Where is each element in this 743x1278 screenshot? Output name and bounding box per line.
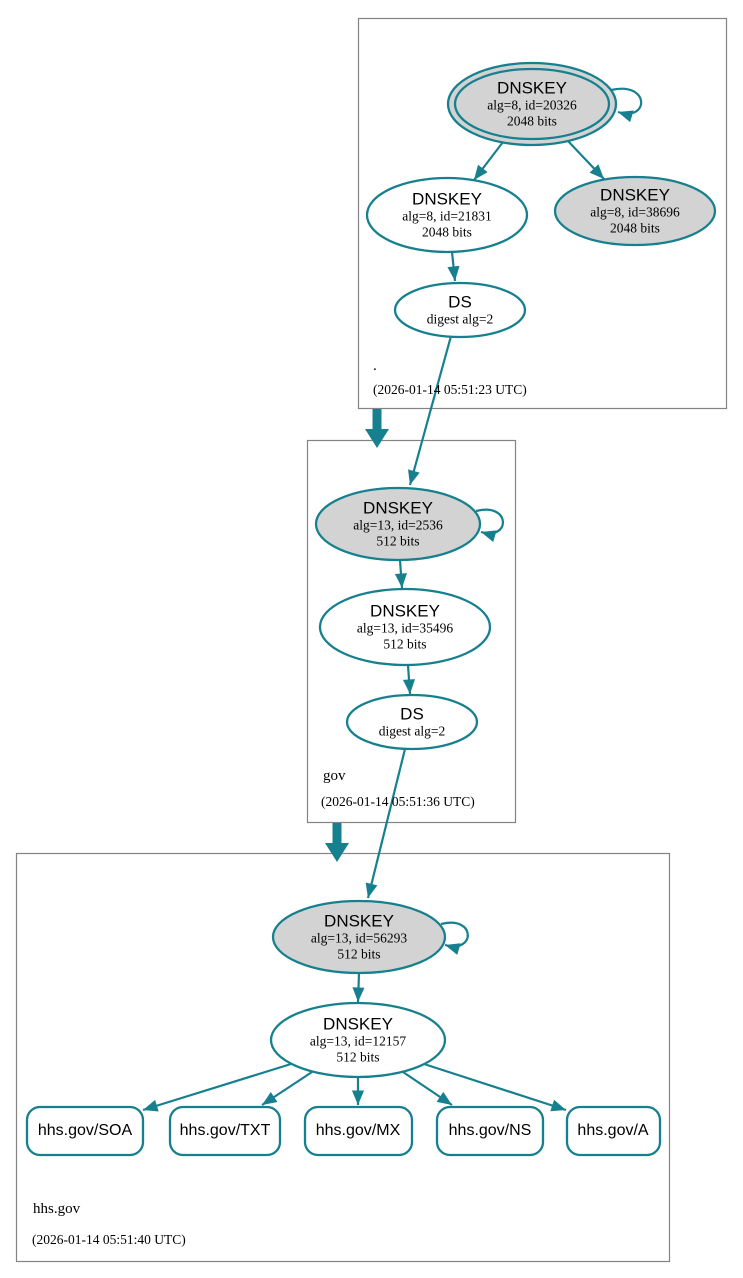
node-attrs: alg=13, id=56293 bbox=[310, 930, 408, 946]
node-root-ds[interactable] bbox=[393, 281, 527, 339]
node-title: DNSKEY bbox=[600, 185, 670, 205]
node-attrs: digest alg=2 bbox=[426, 311, 494, 327]
label-rrset-a: hhs.gov/A bbox=[577, 1122, 649, 1139]
node-rrset-soa[interactable] bbox=[25, 1105, 145, 1157]
edge-gov-ksk-to-dnskey-35496 bbox=[394, 559, 408, 589]
node-size: 2048 bits bbox=[507, 113, 557, 129]
label-rrset-ns: hhs.gov/NS bbox=[448, 1122, 532, 1139]
node-size: 2048 bits bbox=[422, 224, 472, 240]
edge-root-dnskey-21831-to-ds bbox=[447, 251, 460, 282]
node-root-dnskey-20326-inner-ring bbox=[453, 67, 611, 141]
node-title: DNSKEY bbox=[324, 911, 394, 931]
node-title: DNSKEY bbox=[323, 1014, 393, 1034]
label-rrset-soa: hhs.gov/SOA bbox=[37, 1122, 133, 1139]
label-hhs-dnskey-56293: DNSKEY alg=13, id=56293 512 bits bbox=[311, 912, 407, 963]
edge-root-ksk-to-dnskey-38696 bbox=[567, 140, 605, 180]
node-attrs: alg=13, id=12157 bbox=[309, 1033, 407, 1049]
node-root-dnskey-38696[interactable] bbox=[553, 175, 717, 247]
zone-name-gov: gov bbox=[323, 768, 346, 784]
node-title: DS bbox=[448, 292, 472, 312]
edge-hhs-zsk-to-rrset-ns bbox=[402, 1071, 453, 1106]
edge-gov-dnskey-35496-to-ds bbox=[402, 664, 416, 695]
label-rrset-txt: hhs.gov/TXT bbox=[179, 1122, 271, 1139]
edge-root-ksk-to-dnskey-21831 bbox=[473, 141, 504, 181]
node-attrs: alg=13, id=2536 bbox=[353, 517, 443, 533]
edge-hhs-zsk-to-rrset-soa bbox=[142, 1062, 292, 1112]
node-attrs: digest alg=2 bbox=[378, 723, 446, 739]
edge-gov-ds-to-hhs-ksk bbox=[365, 748, 407, 899]
node-title: DNSKEY bbox=[497, 78, 567, 98]
label-rrset-mx: hhs.gov/MX bbox=[315, 1122, 401, 1139]
edge-gov-ksk-self-sign bbox=[475, 508, 504, 542]
zone-timestamp-gov: (2026-01-14 05:51:36 UTC) bbox=[321, 794, 475, 809]
zone-name-root: . bbox=[373, 358, 377, 374]
node-rrset-mx[interactable] bbox=[303, 1105, 414, 1157]
label-root-ds: DS digest alg=2 bbox=[427, 293, 493, 328]
edge-hhs-zsk-to-rrset-a bbox=[423, 1062, 567, 1112]
label-gov-dnskey-2536: DNSKEY alg=13, id=2536 512 bits bbox=[353, 499, 442, 550]
zone-timestamp-hhs-gov: (2026-01-14 05:51:40 UTC) bbox=[32, 1232, 186, 1247]
edge-hhs-ksk-self-sign bbox=[440, 921, 469, 955]
node-gov-dnskey-2536[interactable] bbox=[314, 486, 482, 562]
node-attrs: alg=8, id=20326 bbox=[487, 97, 577, 113]
node-rrset-a[interactable] bbox=[565, 1105, 662, 1157]
node-title: DNSKEY bbox=[412, 189, 482, 209]
edge-hhs-zsk-to-rrset-txt bbox=[261, 1071, 313, 1106]
edge-root-ds-to-gov-ksk bbox=[408, 335, 453, 486]
zone-box-hhs-gov bbox=[15, 852, 671, 1263]
edge-root-ksk-self-sign bbox=[610, 87, 643, 123]
node-title: DNSKEY bbox=[370, 601, 440, 621]
label-gov-dnskey-35496: DNSKEY alg=13, id=35496 512 bits bbox=[357, 602, 453, 653]
label-hhs-dnskey-12157: DNSKEY alg=13, id=12157 512 bits bbox=[310, 1015, 406, 1066]
node-root-dnskey-20326[interactable] bbox=[446, 61, 618, 147]
node-size: 2048 bits bbox=[610, 220, 660, 236]
delegation-arrowhead-root-to-gov bbox=[365, 429, 389, 448]
zone-box-gov bbox=[306, 439, 517, 824]
node-gov-dnskey-35496[interactable] bbox=[318, 587, 492, 667]
zone-timestamp-root: (2026-01-14 05:51:23 UTC) bbox=[373, 382, 527, 397]
node-attrs: alg=8, id=38696 bbox=[590, 204, 680, 220]
label-root-dnskey-21831: DNSKEY alg=8, id=21831 2048 bits bbox=[402, 190, 491, 241]
node-size: 512 bits bbox=[376, 533, 420, 549]
node-size: 512 bits bbox=[383, 636, 427, 652]
zone-box-root bbox=[357, 17, 728, 410]
zone-name-hhs-gov: hhs.gov bbox=[33, 1201, 81, 1217]
label-gov-ds: DS digest alg=2 bbox=[379, 705, 445, 740]
node-rrset-txt[interactable] bbox=[168, 1105, 282, 1157]
label-root-dnskey-20326: DNSKEY alg=8, id=20326 2048 bits bbox=[487, 79, 576, 130]
node-attrs: alg=13, id=35496 bbox=[356, 620, 454, 636]
node-size: 512 bits bbox=[336, 1049, 380, 1065]
label-root-dnskey-38696: DNSKEY alg=8, id=38696 2048 bits bbox=[590, 186, 679, 237]
node-attrs: alg=8, id=21831 bbox=[402, 208, 492, 224]
node-title: DS bbox=[400, 704, 424, 724]
node-rrset-ns[interactable] bbox=[435, 1105, 545, 1157]
delegation-arrowhead-gov-to-hhs bbox=[325, 843, 349, 862]
node-gov-ds[interactable] bbox=[345, 693, 479, 751]
edge-hhs-ksk-to-dnskey-12157 bbox=[352, 972, 365, 1003]
node-root-dnskey-21831[interactable] bbox=[365, 176, 529, 254]
node-title: DNSKEY bbox=[363, 498, 433, 518]
node-size: 512 bits bbox=[337, 946, 381, 962]
